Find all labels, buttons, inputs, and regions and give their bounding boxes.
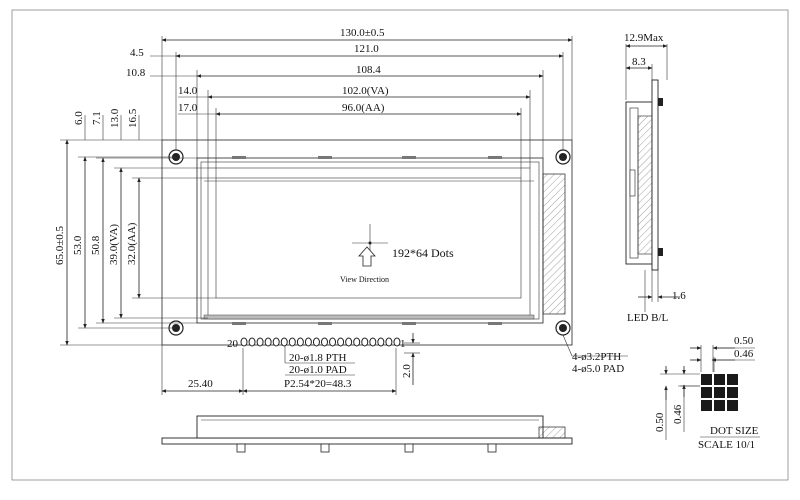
width-dimensions: 130.0±0.5 121.0 108.4 102.0(VA) 96.0(AA)…	[126, 27, 573, 178]
bottom-tab-2	[320, 443, 330, 453]
side-backlight-hatched	[637, 115, 653, 255]
mounting-hole-bottom-right	[555, 320, 571, 336]
dim-bezel-height: 50.8	[90, 235, 102, 255]
lcd-dot	[701, 387, 712, 398]
side-view: 12.9Max 8.3 1.6 LED B/L	[624, 32, 686, 324]
bottom-view	[161, 415, 573, 453]
view-direction-label: View Direction	[340, 275, 389, 284]
side-module-thickness: 8.3	[632, 56, 646, 68]
dim-hole-pitch-height: 53.0	[72, 235, 84, 255]
dim-overall-width: 130.0±0.5	[340, 27, 385, 39]
pin-pad	[345, 337, 353, 347]
dim-active-width: 96.0(AA)	[342, 102, 385, 114]
pin-pad	[256, 337, 264, 347]
pin-last-label: 1	[400, 338, 406, 350]
bottom-tab-3	[404, 443, 414, 453]
pin-callouts: 20-ø1.8 PTH 20-ø1.0 PAD 25.40 P2.54*20=4…	[161, 333, 420, 395]
resolution-label: 192*64 Dots	[392, 246, 454, 260]
pin-pad	[272, 337, 280, 347]
dim-viewing-width: 102.0(VA)	[342, 85, 389, 97]
mounting-hole-top-right	[555, 149, 571, 165]
pin-pad	[337, 337, 345, 347]
pin-pad	[264, 337, 272, 347]
bottom-bezel	[196, 415, 544, 439]
dot-detail-title: DOT SIZE	[710, 425, 759, 437]
hole-pad-label: 4-ø5.0 PAD	[572, 363, 624, 375]
hole-callouts: 4-ø3.2PTH 4-ø5.0 PAD	[562, 334, 628, 375]
pin-pad	[321, 337, 328, 347]
dot-detail: 0.50 0.46 0.50 0.46 DOT SIZE SCALE 10/1	[654, 335, 760, 451]
pin-pad	[288, 337, 296, 347]
pin-first-label: 20	[227, 338, 239, 350]
pin-pad	[312, 337, 320, 347]
lcd-dot	[714, 374, 725, 385]
backlight-hatched	[542, 173, 566, 315]
pin-header	[240, 337, 401, 347]
side-max-thickness: 12.9Max	[624, 32, 664, 44]
dim-left-offset-aa: 17.0	[178, 102, 198, 114]
dot-grid	[701, 374, 738, 411]
lcd-dot	[727, 387, 738, 398]
pin-pth-label: 20-ø1.8 PTH	[289, 352, 347, 364]
lcd-dot	[727, 374, 738, 385]
dim-left-offset-va: 14.0	[178, 85, 198, 97]
pin-pad	[393, 337, 401, 347]
side-backlight-thickness: 1.6	[672, 290, 686, 302]
lcd-dot	[727, 400, 738, 411]
pin-pitch-label: P2.54*20=48.3	[284, 378, 352, 390]
pin-pad	[240, 337, 248, 347]
bottom-pcb	[161, 437, 573, 445]
dim-bezel-width: 108.4	[356, 64, 381, 76]
dim-active-height: 32.0(AA)	[126, 222, 138, 265]
pin-pad	[377, 337, 385, 347]
dim-top-offset-hole: 6.0	[73, 111, 85, 125]
dot-size-x: 0.46	[734, 348, 754, 360]
pin-pad	[280, 337, 288, 347]
dot-pitch-y: 0.50	[654, 412, 666, 432]
dim-top-offset-va: 13.0	[109, 108, 121, 128]
dot-pitch-x: 0.50	[734, 335, 754, 347]
pin-pad	[385, 337, 393, 347]
dim-viewing-height: 39.0(VA)	[108, 224, 120, 265]
pin-offset-label: 25.40	[188, 378, 213, 390]
side-led-label: LED B/L	[627, 312, 669, 324]
pin-pad	[248, 337, 256, 347]
lcd-dot	[701, 400, 712, 411]
dim-top-offset-aa: 16.5	[127, 108, 139, 128]
side-pcb	[651, 79, 659, 271]
pin-pad	[369, 337, 377, 347]
pin-pad	[353, 337, 361, 347]
dot-detail-scale: SCALE 10/1	[698, 439, 755, 451]
hole-pth-label: 4-ø3.2PTH	[572, 351, 621, 363]
pin-pad	[296, 337, 304, 347]
bottom-tab-4	[487, 443, 497, 453]
pin-pad-label: 20-ø1.0 PAD	[289, 364, 347, 376]
pcb-outline	[161, 139, 573, 346]
view-direction-arrow-icon	[358, 246, 376, 267]
dim-hole-pitch-width: 121.0	[354, 43, 379, 55]
lcd-dot	[701, 374, 712, 385]
sheet-frame	[11, 9, 789, 481]
active-area	[215, 177, 522, 299]
front-view: View Direction 192*64 Dots 20 1 130.0±0.…	[54, 27, 628, 395]
lcd-dot	[714, 387, 725, 398]
height-dimensions: 65.0±0.5 53.0 50.8 39.0(VA) 32.0(AA) 6.0…	[54, 108, 216, 346]
pin-pad	[329, 337, 337, 347]
bottom-strip	[203, 314, 535, 320]
bottom-backlight	[538, 426, 566, 439]
dim-overall-height: 65.0±0.5	[54, 225, 66, 265]
dim-left-offset-hole: 4.5	[130, 47, 144, 59]
pin-pad	[304, 337, 312, 347]
lcd-dot	[714, 400, 725, 411]
pin-pad	[361, 337, 369, 347]
pin-height-label: 2.0	[401, 364, 413, 378]
dot-size-y: 0.46	[672, 404, 684, 424]
bottom-tab-1	[236, 443, 246, 453]
dim-top-offset-bezel: 7.1	[91, 111, 103, 125]
dim-left-offset-bezel: 10.8	[126, 67, 146, 79]
